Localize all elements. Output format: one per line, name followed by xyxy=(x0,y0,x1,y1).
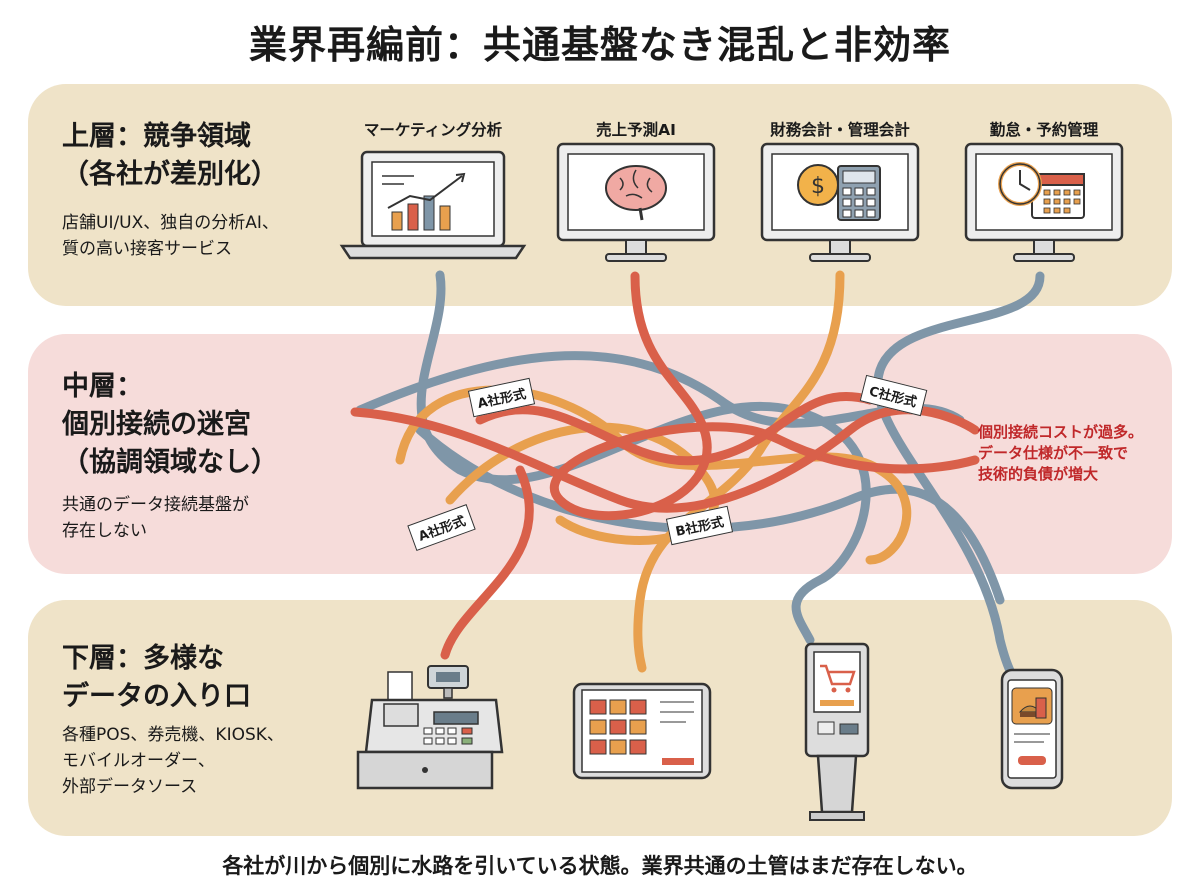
cost-warning-note: 個別接続コストが過多。 データ仕様が不一致で 技術的負債が増大 xyxy=(978,422,1143,485)
clock-calendar-icon xyxy=(998,162,1085,219)
bottom-heading-line1: 下層：多様な xyxy=(62,643,224,674)
top-layer-heading: 上層：競争領域 （各社が差別化） xyxy=(62,118,278,194)
page-title: 業界再編前：共通基盤なき混乱と非効率 xyxy=(248,23,951,67)
monitor-device-2 xyxy=(556,142,716,262)
tablet-pos-icon xyxy=(572,682,712,780)
footer-caption: 各社が川から個別に水路を引いている状態。業界共通の土管はまだ存在しない。 xyxy=(222,854,978,878)
top-heading-line2: （各社が差別化） xyxy=(62,159,278,190)
middle-heading-line1: 中層： xyxy=(62,371,143,402)
middle-heading-line3: （協調領域なし） xyxy=(62,447,278,478)
tangled-cables xyxy=(350,270,1045,695)
app-label-sales-forecast: 売上予測AI xyxy=(596,121,676,139)
top-heading-line1: 上層：競争領域 xyxy=(62,121,251,152)
bottom-layer-heading: 下層：多様な データの入り口 xyxy=(62,640,251,716)
bottom-desc-line1: 各種POS、券売機、KIOSK、 xyxy=(62,725,284,745)
pos-register-icon xyxy=(356,665,504,790)
top-desc-line1: 店舗UI/UX、独自の分析AI、 xyxy=(62,213,279,233)
note-line2: データ仕様が不一致で xyxy=(978,444,1129,462)
bottom-layer-description: 各種POS、券売機、KIOSK、 モバイルオーダー、 外部データソース xyxy=(62,722,284,800)
svg-text:$: $ xyxy=(811,174,825,199)
bottom-heading-line2: データの入り口 xyxy=(62,681,251,712)
app-label-accounting: 財務会計・管理会計 xyxy=(770,121,910,139)
brain-icon xyxy=(605,165,667,221)
middle-heading-line2: 個別接続の迷宮 xyxy=(62,409,251,440)
chart-laptop-icon xyxy=(382,172,466,231)
app-label-attendance: 勤怠・予約管理 xyxy=(989,121,1099,139)
monitor-device-3: $ xyxy=(760,142,920,262)
top-desc-line2: 質の高い接客サービス xyxy=(62,239,232,259)
middle-desc-line1: 共通のデータ接続基盤が xyxy=(62,495,249,515)
middle-desc-line2: 存在しない xyxy=(62,521,147,541)
middle-layer-heading: 中層： 個別接続の迷宮 （協調領域なし） xyxy=(62,368,278,482)
bottom-desc-line2: モバイルオーダー、 xyxy=(62,751,215,771)
laptop-device xyxy=(339,150,527,260)
middle-layer-description: 共通のデータ接続基盤が 存在しない xyxy=(62,492,249,544)
coin-calculator-icon: $ xyxy=(797,164,881,221)
note-line1: 個別接続コストが過多。 xyxy=(978,423,1144,441)
bottom-desc-line3: 外部データソース xyxy=(62,777,198,797)
app-label-marketing: マーケティング分析 xyxy=(363,121,503,139)
monitor-device-4 xyxy=(964,142,1124,262)
kiosk-icon xyxy=(804,642,870,821)
note-line3: 技術的負債が増大 xyxy=(978,465,1099,483)
mobile-order-icon xyxy=(1000,668,1064,790)
top-layer-description: 店舗UI/UX、独自の分析AI、 質の高い接客サービス xyxy=(62,210,279,262)
